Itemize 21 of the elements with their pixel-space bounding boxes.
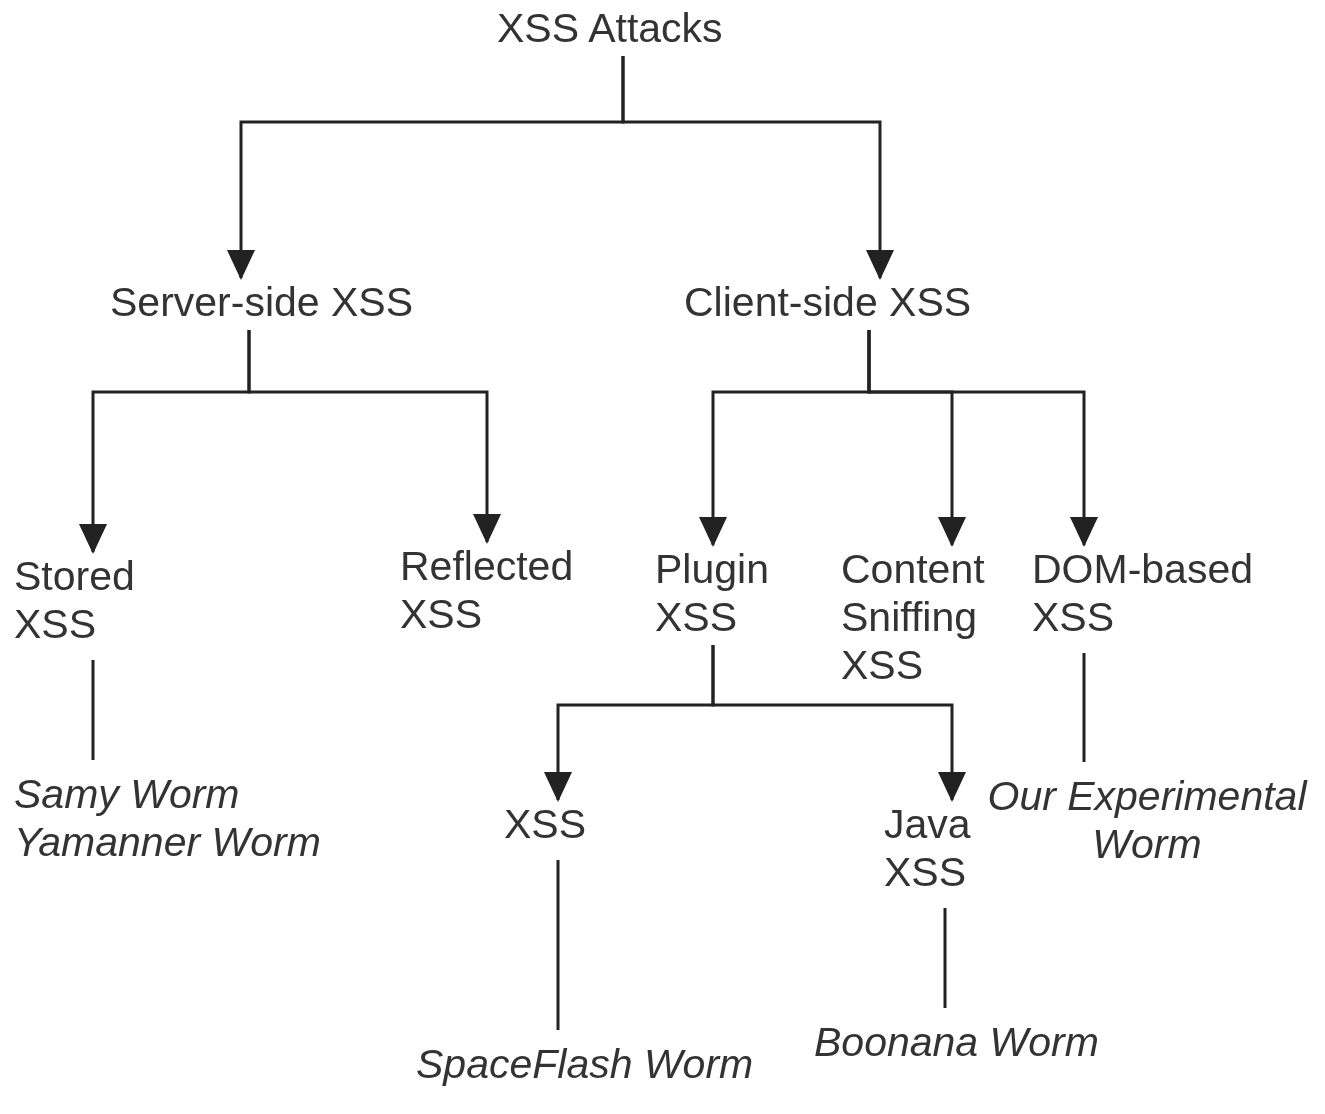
category-label: Stored XSS	[14, 552, 164, 648]
connector-line	[556, 860, 560, 1030]
category-label: Plugin XSS	[655, 545, 785, 641]
category-label: Server-side XSS	[110, 278, 414, 326]
connector-line	[1082, 653, 1086, 762]
example-label: Boonana Worm	[814, 1018, 1099, 1066]
arrow	[867, 330, 1098, 547]
category-label: XSS	[504, 800, 587, 848]
category-label: DOM-based XSS	[1032, 545, 1282, 641]
example-label: SpaceFlash Worm	[416, 1040, 754, 1088]
category-label: XSS Attacks	[497, 4, 723, 52]
connector-line	[943, 908, 947, 1008]
arrow	[711, 645, 966, 802]
arrow	[621, 56, 894, 280]
example-text: Samy Worm	[14, 770, 241, 818]
category-label: Content Sniffing XSS	[841, 545, 1011, 689]
category-label: Client-side XSS	[684, 278, 972, 326]
category-label: Reflected XSS	[400, 542, 600, 638]
arrow	[247, 330, 501, 544]
connector-line	[91, 660, 95, 760]
example-text: Yamanner Worm	[14, 818, 321, 866]
